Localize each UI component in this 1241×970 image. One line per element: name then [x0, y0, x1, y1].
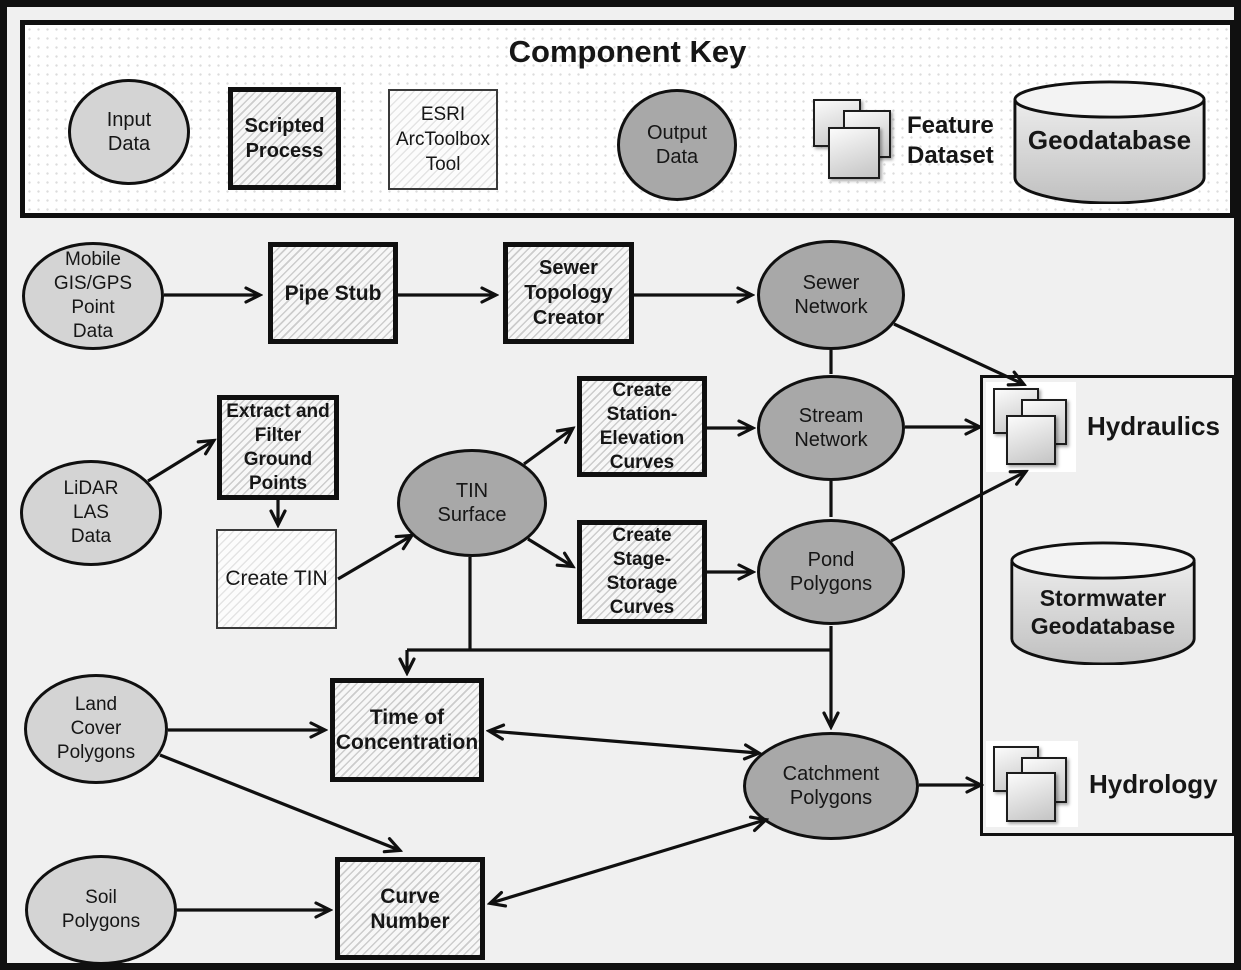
node-catchment-polygons: Catchment Polygons	[743, 732, 919, 840]
node-create-stage-storage-curves: Create Stage- Storage Curves	[577, 520, 707, 624]
geodatabase-cylinder-icon: Geodatabase	[1012, 79, 1207, 204]
hydrology-feature-dataset-icon	[986, 741, 1078, 827]
node-curve-number: Curve Number	[335, 857, 485, 960]
node-sewer-topology-creator: Sewer Topology Creator	[503, 242, 634, 344]
key-scripted-process-box: Scripted Process	[228, 87, 341, 190]
key-output-label: Output	[646, 122, 708, 144]
feature-dataset-icon	[813, 99, 899, 179]
node-create-station-elevation-curves: Create Station- Elevation Curves	[577, 376, 707, 477]
key-esri-tool-box: ESRI ArcToolbox Tool	[388, 89, 498, 190]
cylinder-shape	[1013, 80, 1206, 204]
component-key-title: Component Key	[508, 34, 747, 69]
node-pipe-stub: Pipe Stub	[268, 242, 398, 344]
node-tin-surface: TIN Surface	[397, 449, 547, 557]
node-time-of-concentration: Time of Concentration	[330, 678, 484, 782]
node-create-tin: Create TIN	[216, 529, 337, 629]
hydrology-label: Hydrology	[1089, 769, 1218, 799]
node-sewer-network: Sewer Network	[757, 240, 905, 350]
key-input-label: Input	[106, 109, 152, 131]
node-mobile-gis-gps-point-data: Mobile GIS/GPS Point Data	[22, 242, 164, 350]
hydraulics-feature-dataset-icon	[986, 382, 1076, 472]
key-input-data-ellipse: Input Data	[68, 79, 190, 185]
node-soil-polygons: Soil Polygons	[25, 855, 177, 963]
key-output-data-ellipse: Output Data	[617, 89, 737, 201]
node-land-cover-polygons: Land Cover Polygons	[24, 674, 168, 784]
stormwater-geodatabase-label: Stormwater Geodatabase	[1030, 585, 1176, 639]
node-lidar-las-data: LiDAR LAS Data	[20, 460, 162, 566]
key-feature-dataset-label: Feature Dataset	[907, 112, 994, 169]
cylinder-shape	[1010, 541, 1196, 665]
stormwater-geodatabase-cylinder-icon: Stormwater Geodatabase	[1009, 540, 1197, 665]
key-scripted-label: Scripted	[244, 114, 325, 137]
hydraulics-label: Hydraulics	[1087, 411, 1220, 441]
node-pond-polygons: Pond Polygons	[757, 519, 905, 625]
node-extract-and-filter-ground-points: Extract and Filter Ground Points	[217, 395, 339, 500]
node-stream-network: Stream Network	[757, 375, 905, 481]
key-esri-label: ESRI	[420, 104, 466, 125]
key-geodatabase-label: Geodatabase	[1027, 125, 1192, 155]
stormwater-geodatabase-container	[980, 375, 1234, 836]
